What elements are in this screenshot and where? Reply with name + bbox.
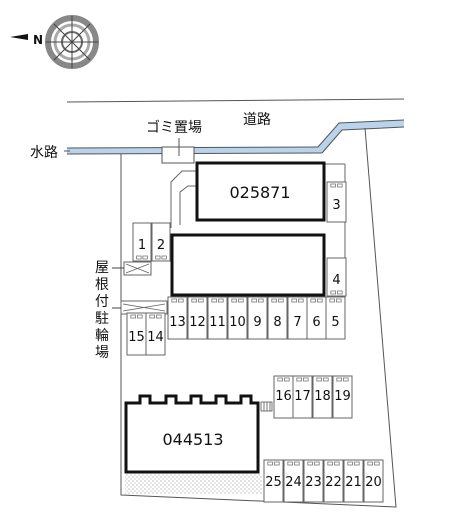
parking-slot-number: 8 xyxy=(273,315,281,330)
parking-slot-number: 16 xyxy=(275,389,292,404)
parking-slot-2: 2 xyxy=(151,222,171,262)
bike-parking-label-char: 根 xyxy=(95,277,109,293)
parking-slot-19: 19 xyxy=(332,375,353,419)
parking-slot-12: 12 xyxy=(187,296,208,340)
compass-north-label: N xyxy=(33,33,43,47)
parking-slot-7: 7 xyxy=(287,296,308,340)
parking-slot-number: 1 xyxy=(138,238,146,253)
bike-parking-label-char: 駐 xyxy=(95,311,109,327)
garbage-area xyxy=(161,146,195,164)
road-label: 道路 xyxy=(243,112,271,128)
parking-slot-number: 18 xyxy=(314,389,331,404)
parking-slot-number: 3 xyxy=(332,198,340,213)
parking-slot-number: 11 xyxy=(209,315,226,330)
parking-slot-23: 23 xyxy=(303,459,324,503)
parking-slot-number: 13 xyxy=(169,315,186,330)
parking-slot-6: 6 xyxy=(306,296,327,340)
parking-slot-number: 22 xyxy=(325,475,342,490)
parking-slot-22: 22 xyxy=(323,459,344,503)
parking-slot-number: 2 xyxy=(157,238,165,253)
bike-parking xyxy=(112,261,168,315)
parking-slot-number: 4 xyxy=(332,273,340,288)
parking-slot-8: 8 xyxy=(267,296,288,340)
parking-slot-number: 19 xyxy=(334,389,351,404)
garbage-label: ゴミ置場 xyxy=(146,119,202,136)
road-edge xyxy=(66,98,405,103)
parking-slot-5: 5 xyxy=(325,296,346,340)
building-044513 xyxy=(124,394,260,474)
parking-slot-25: 25 xyxy=(263,459,284,503)
parking-slot-number: 21 xyxy=(345,475,362,490)
parking-slot-14: 14 xyxy=(145,312,166,356)
parking-slot-number: 12 xyxy=(189,315,206,330)
parking-slot-number: 20 xyxy=(365,475,382,490)
parking-slot-10: 10 xyxy=(227,296,248,340)
bike-parking-label: 屋根付駐輪場 xyxy=(95,260,109,361)
parking-slot-4: 4 xyxy=(326,257,347,297)
parking-slot-number: 6 xyxy=(312,315,320,330)
waterway-label: 水路 xyxy=(30,145,58,161)
parking-slot-11: 11 xyxy=(207,296,228,340)
parking-slot-number: 15 xyxy=(128,330,145,345)
parking-slot-9: 9 xyxy=(247,296,268,340)
parking-slot-number: 9 xyxy=(253,315,261,330)
parking-slot-number: 17 xyxy=(294,389,311,404)
waterway xyxy=(66,119,405,155)
building-025871 xyxy=(195,161,326,222)
parking-slot-number: 5 xyxy=(331,315,339,330)
parking-slot-20: 20 xyxy=(363,459,384,503)
bike-parking-label-char: 付 xyxy=(95,294,109,310)
parking-slot-21: 21 xyxy=(343,459,364,503)
gravel-area xyxy=(125,474,262,494)
bike-parking-label-char: 屋 xyxy=(95,260,109,276)
parking-slot-16: 16 xyxy=(273,375,294,419)
building-044513-label: 044513 xyxy=(162,430,223,449)
parking-slot-24: 24 xyxy=(283,459,304,503)
parking-slot-13: 13 xyxy=(167,296,188,340)
parking-slot-17: 17 xyxy=(292,375,313,419)
bike-parking-label-char: 輪 xyxy=(95,327,109,344)
stairs-icon xyxy=(260,401,273,412)
building-2 xyxy=(170,233,326,297)
parking-slot-15: 15 xyxy=(126,312,147,356)
parking-slot-1: 1 xyxy=(132,222,152,262)
parking-slot-number: 24 xyxy=(285,475,302,490)
building-025871-label: 025871 xyxy=(229,183,290,202)
parking-slot-3: 3 xyxy=(326,181,347,223)
parking-slot-number: 7 xyxy=(293,315,301,330)
parking-slot-number: 14 xyxy=(147,330,164,345)
parking-slot-number: 23 xyxy=(305,475,322,490)
bike-parking-label-char: 場 xyxy=(95,345,109,361)
parking-slot-18: 18 xyxy=(312,375,333,419)
compass-rose-icon: N xyxy=(10,15,99,69)
parking-slot-number: 25 xyxy=(265,475,282,490)
site-boundary xyxy=(120,127,397,508)
parking-slot-number: 10 xyxy=(229,315,246,330)
